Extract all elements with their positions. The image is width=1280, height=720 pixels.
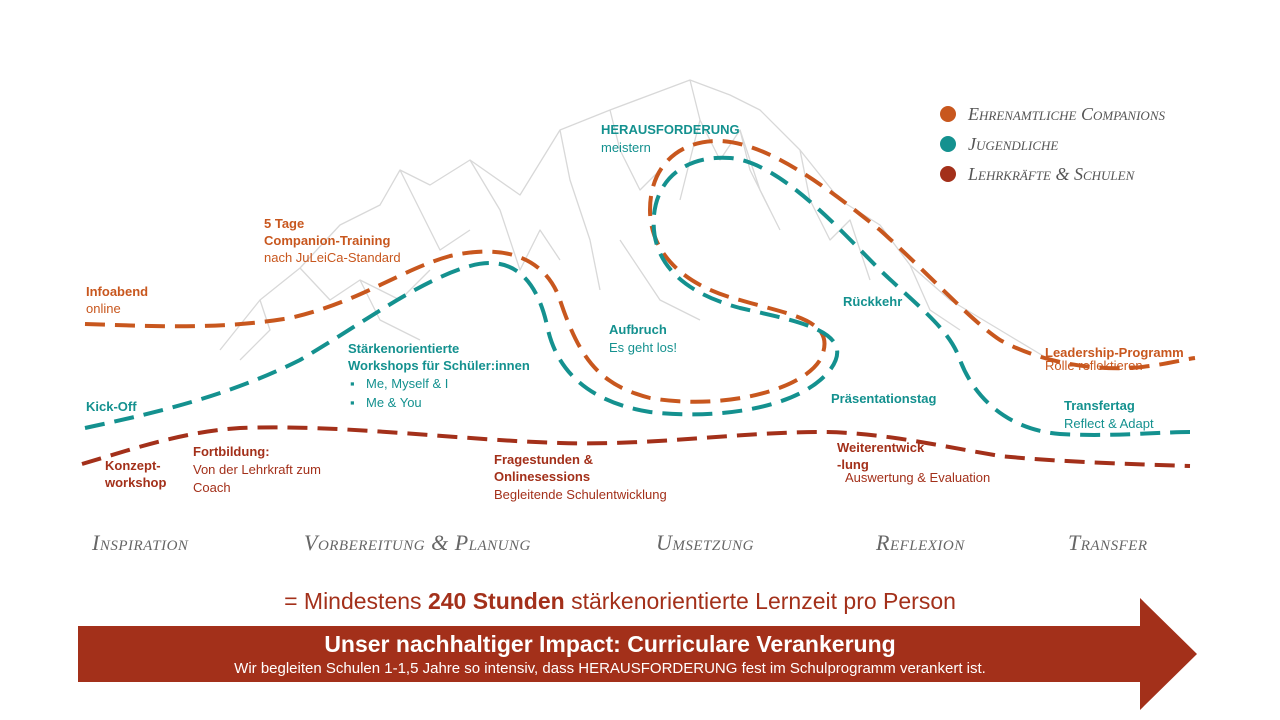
phase-label: Reflexion (876, 530, 965, 555)
bullet-icon: ▪ (350, 395, 355, 410)
fragestunden-line2: Onlinesessions (494, 469, 591, 484)
workshops-line2: Workshops für Schüler:innen (348, 358, 530, 373)
training-line2: Companion-Training (264, 233, 391, 248)
mountain-outline (219, 79, 1051, 361)
schools-path (81, 425, 1191, 468)
herausforderung-sub: meistern (601, 140, 651, 155)
phase-label: Transfer (1068, 530, 1148, 555)
training-sub: nach JuLeiCa-Standard (264, 250, 401, 265)
weiter-sub: Auswertung & Evaluation (845, 470, 991, 485)
leadership-sub: Rolle reflektieren (1045, 358, 1143, 373)
workshops-bullet1: Me, Myself & I (366, 376, 449, 391)
infoabend-sub: online (86, 301, 121, 316)
phase-label: Umsetzung (656, 530, 754, 555)
transfer-title: Transfertag (1064, 398, 1135, 413)
praesentation-label: Präsentationstag (831, 391, 937, 406)
youth-path (84, 155, 1191, 437)
fortbildung-title: Fortbildung: (193, 444, 270, 459)
training-line1: 5 Tage (264, 216, 305, 231)
weiter-line1: Weiterentwick (837, 440, 925, 455)
phase-label: Inspiration (92, 530, 189, 555)
rueckkehr-label: Rückkehr (843, 294, 903, 309)
impact-subtitle: Wir begleiten Schulen 1-1,5 Jahre so int… (234, 660, 986, 677)
herausforderung-title: HERAUSFORDERUNG (601, 122, 740, 137)
fortbildung-sub1: Von der Lehrkraft zum (193, 462, 321, 477)
bullet-icon: ▪ (350, 376, 355, 391)
impact-arrow (78, 598, 1197, 710)
fragestunden-sub: Begleitende Schulentwicklung (494, 487, 667, 502)
transfer-sub: Reflect & Adapt (1064, 416, 1154, 431)
summary-suffix: stärkenorientierte Lernzeit pro Person (564, 588, 956, 614)
leadership-title: Leadership-Programm (1045, 345, 1184, 360)
companions-path (84, 138, 1196, 404)
legend-label: Lehrkräfte & Schulen (968, 164, 1135, 184)
workshops-bullet2: Me & You (366, 395, 422, 410)
summary-highlight: 240 Stunden (427, 588, 565, 614)
legend-dot-teal (940, 136, 956, 152)
aufbruch-sub: Es geht los! (609, 340, 677, 355)
summary-prefix: = Mindestens (284, 588, 428, 614)
fortbildung-sub2: Coach (193, 480, 231, 495)
legend-dot-red (940, 166, 956, 182)
aufbruch-title: Aufbruch (609, 322, 667, 337)
infoabend-title: Infoabend (86, 284, 149, 299)
phase-label: Vorbereitung & Planung (304, 530, 531, 555)
legend-label: Jugendliche (968, 134, 1059, 154)
konzept-line2: workshop (105, 475, 167, 490)
kickoff-label: Kick-Off (86, 399, 137, 414)
summary-line: = Mindestens 240 Stunden stärkenorientie… (0, 588, 1240, 615)
fragestunden-line1: Fragestunden & (494, 452, 593, 467)
legend-dot-orange (940, 106, 956, 122)
weiter-line2: -lung (837, 457, 869, 472)
impact-title: Unser nachhaltiger Impact: Curriculare V… (324, 631, 896, 657)
legend-label: Ehrenamtliche Companions (968, 104, 1165, 124)
workshops-line1: Stärkenorientierte (348, 341, 460, 356)
konzept-line1: Konzept- (105, 458, 161, 473)
